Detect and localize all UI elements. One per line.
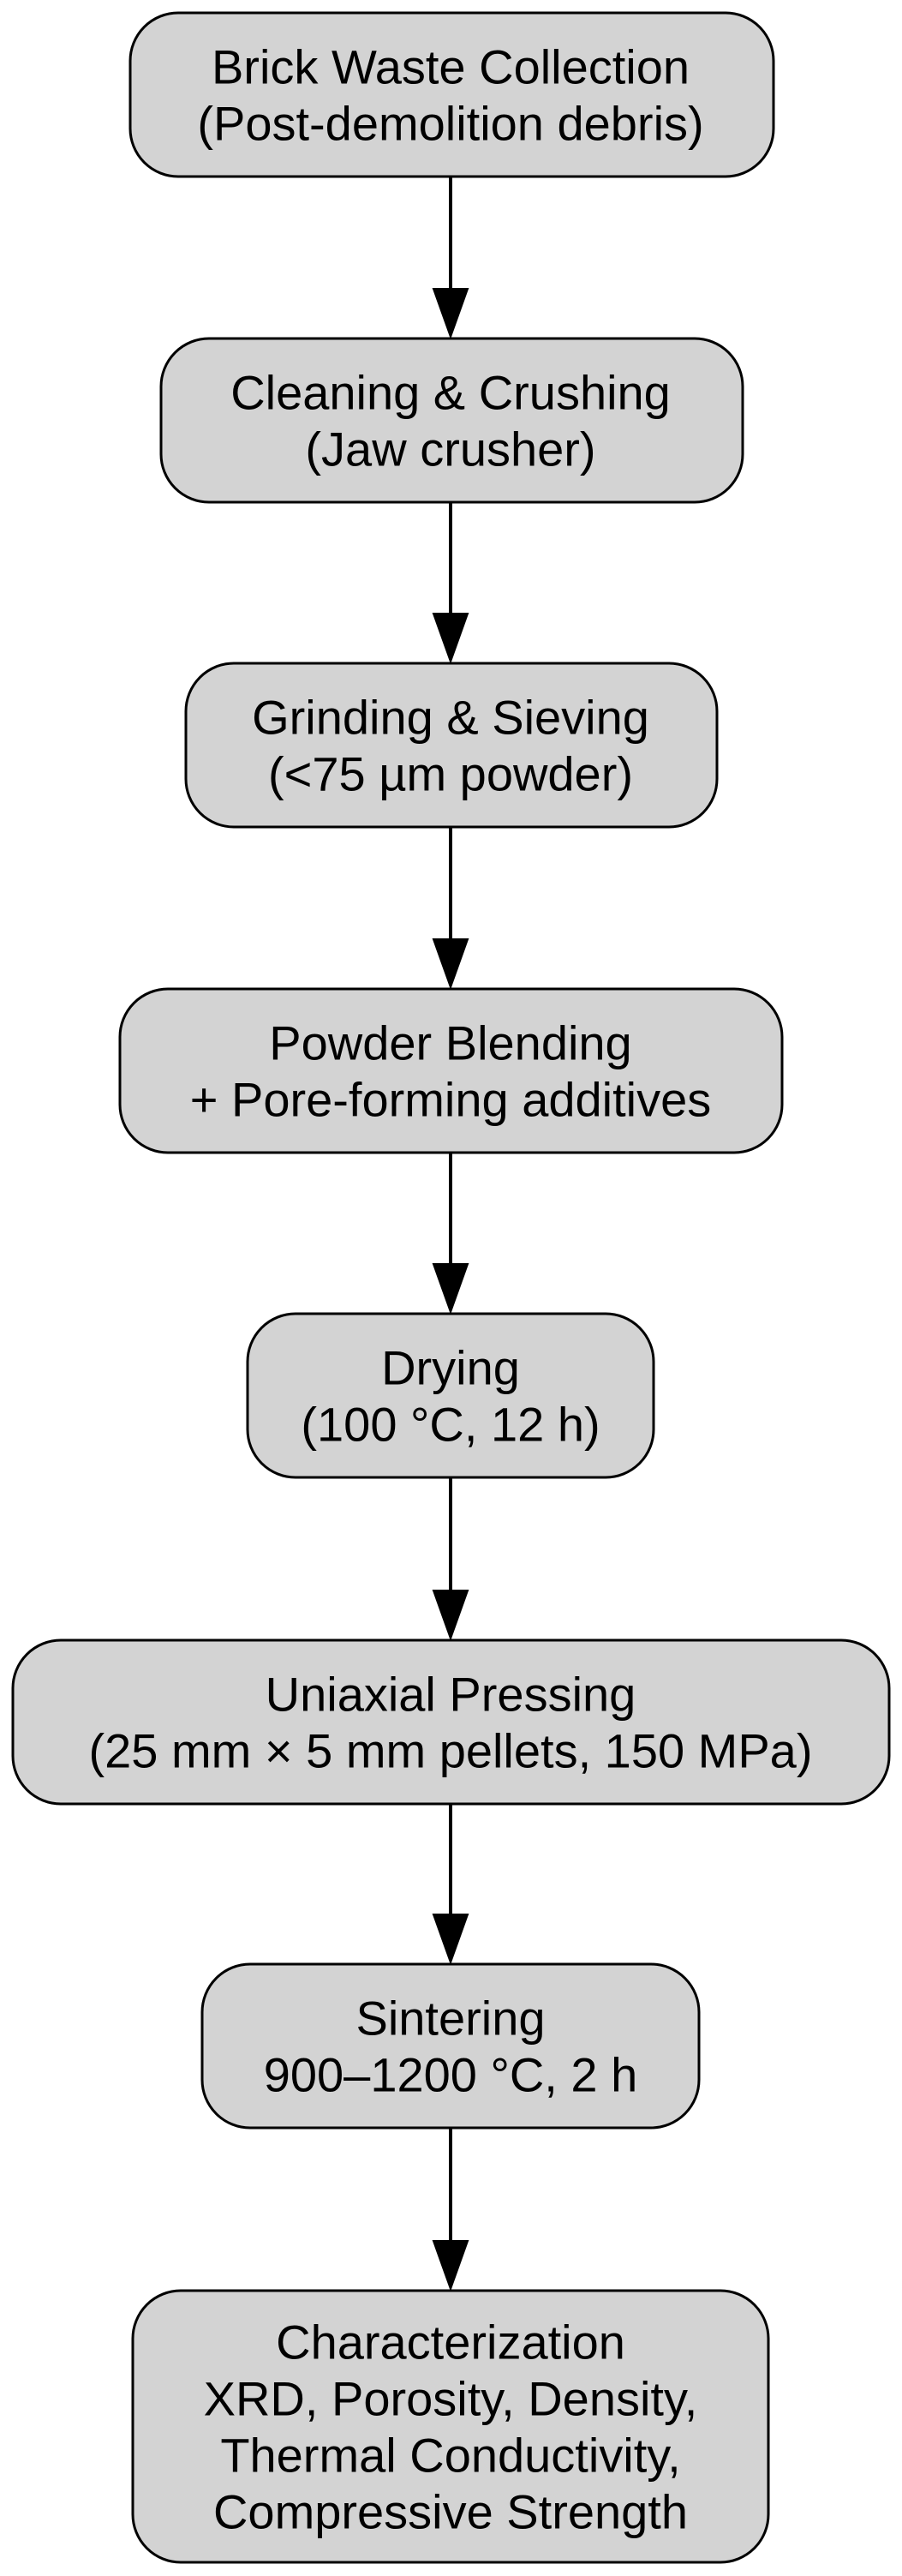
node-powder-blending: Powder Blending+ Pore-forming additives [118,987,784,1154]
edge-arrow [432,827,469,990]
node-label-line: Compressive Strength [213,2485,688,2539]
arrowhead-icon [432,1914,469,1965]
node-label-line: Uniaxial Pressing [266,1668,636,1722]
nodes-layer: Brick Waste Collection(Post-demolition d… [11,11,891,2564]
node-box [128,11,775,178]
edge-arrow [432,1804,469,1965]
node-label-line: + Pore-forming additives [190,1073,712,1127]
edge-arrow [432,1477,469,1641]
node-box [118,987,784,1154]
node-cleaning-crushing: Cleaning & Crushing(Jaw crusher) [159,337,744,504]
node-grinding-sieving: Grinding & Sieving(<75 µm powder) [184,662,719,829]
edge-arrow [432,2128,469,2291]
arrowhead-icon [432,288,469,339]
node-label-line: XRD, Porosity, Density, [204,2372,698,2426]
node-label-line: Brick Waste Collection [212,40,690,94]
arrowhead-icon [432,613,469,664]
node-label-line: Drying [381,1341,520,1395]
arrowhead-icon [432,1263,469,1315]
node-label-line: Powder Blending [269,1016,631,1070]
arrowhead-icon [432,2240,469,2291]
node-box [159,337,744,504]
node-box [246,1312,655,1479]
node-label-line: Cleaning & Crushing [230,366,671,420]
node-label-line: (Post-demolition debris) [197,97,703,151]
node-box [200,1962,701,2130]
node-uniaxial-pressing: Uniaxial Pressing(25 mm × 5 mm pellets, … [11,1638,891,1806]
node-label-line: (25 mm × 5 mm pellets, 150 MPa) [89,1724,813,1778]
node-box [184,662,719,829]
arrowhead-icon [432,938,469,990]
arrowhead-icon [432,1590,469,1641]
node-label-line: (100 °C, 12 h) [301,1398,600,1452]
node-drying: Drying(100 °C, 12 h) [246,1312,655,1479]
node-label-line: Sintering [355,1992,545,2046]
node-box [11,1638,891,1806]
node-label-line: Characterization [276,2315,625,2369]
node-label-line: Grinding & Sieving [252,691,649,745]
edges-layer [432,177,469,2291]
edge-arrow [432,177,469,339]
edge-arrow [432,502,469,664]
node-label-line: Thermal Conductivity, [220,2429,680,2483]
node-label-line: (<75 µm powder) [268,747,633,801]
node-brick-waste-collection: Brick Waste Collection(Post-demolition d… [128,11,775,178]
node-label-line: (Jaw crusher) [305,422,595,476]
node-box [131,2289,770,2564]
node-label-line: 900–1200 °C, 2 h [264,2048,638,2102]
edge-arrow [432,1153,469,1315]
